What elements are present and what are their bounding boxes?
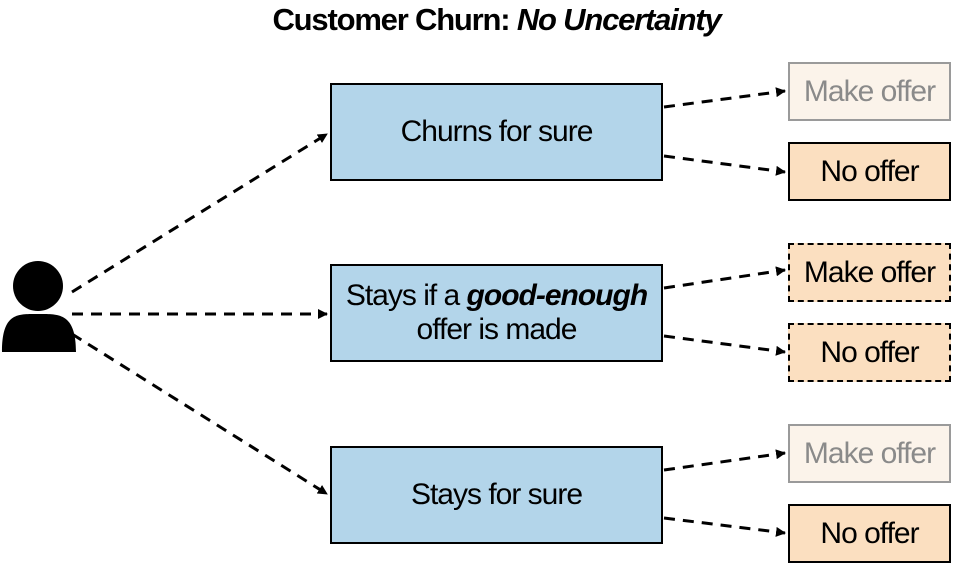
arrow-stays-to-no-offer	[663, 516, 786, 537]
action-label: No offer	[820, 154, 919, 188]
arrow-churns-to-no-offer	[663, 154, 786, 176]
title-italic: No Uncertainty	[516, 2, 722, 37]
action-label: No offer	[820, 516, 919, 550]
action-no-offer-persuadable: No offer	[788, 323, 951, 382]
state-persuadable-label-start: Stays if a	[345, 279, 467, 313]
arrow-persuadable-to-make-offer	[663, 266, 786, 290]
arrow-churns-to-make-offer	[663, 87, 786, 109]
arrow-customer-to-churns	[71, 132, 328, 294]
state-stays-label: Stays for sure	[410, 478, 583, 512]
action-no-offer-churns: No offer	[788, 142, 951, 201]
person-icon	[2, 261, 76, 352]
arrow-stays-to-make-offer	[663, 449, 786, 472]
action-label: No offer	[820, 335, 919, 369]
action-make-offer-churns: Make offer	[788, 62, 951, 121]
state-churns-label: Churns for sure	[400, 115, 594, 149]
state-stays-for-sure: Stays for sure	[330, 446, 663, 544]
diagram-title: Customer Churn: No Uncertainty	[0, 2, 953, 38]
state-persuadable-label-emphasis: good-enough	[466, 279, 649, 313]
title-regular: Customer Churn:	[272, 2, 517, 37]
action-make-offer-stays: Make offer	[788, 424, 951, 483]
action-label: Make offer	[803, 74, 936, 108]
action-no-offer-stays: No offer	[788, 504, 951, 563]
action-label: Make offer	[803, 436, 936, 470]
action-make-offer-persuadable: Make offer	[788, 243, 951, 302]
arrow-persuadable-to-no-offer	[663, 334, 786, 356]
state-churns-for-sure: Churns for sure	[330, 83, 663, 181]
state-persuadable-label-end: offer is made	[416, 313, 578, 346]
arrow-customer-to-stays	[71, 332, 328, 496]
action-label: Make offer	[803, 255, 936, 289]
